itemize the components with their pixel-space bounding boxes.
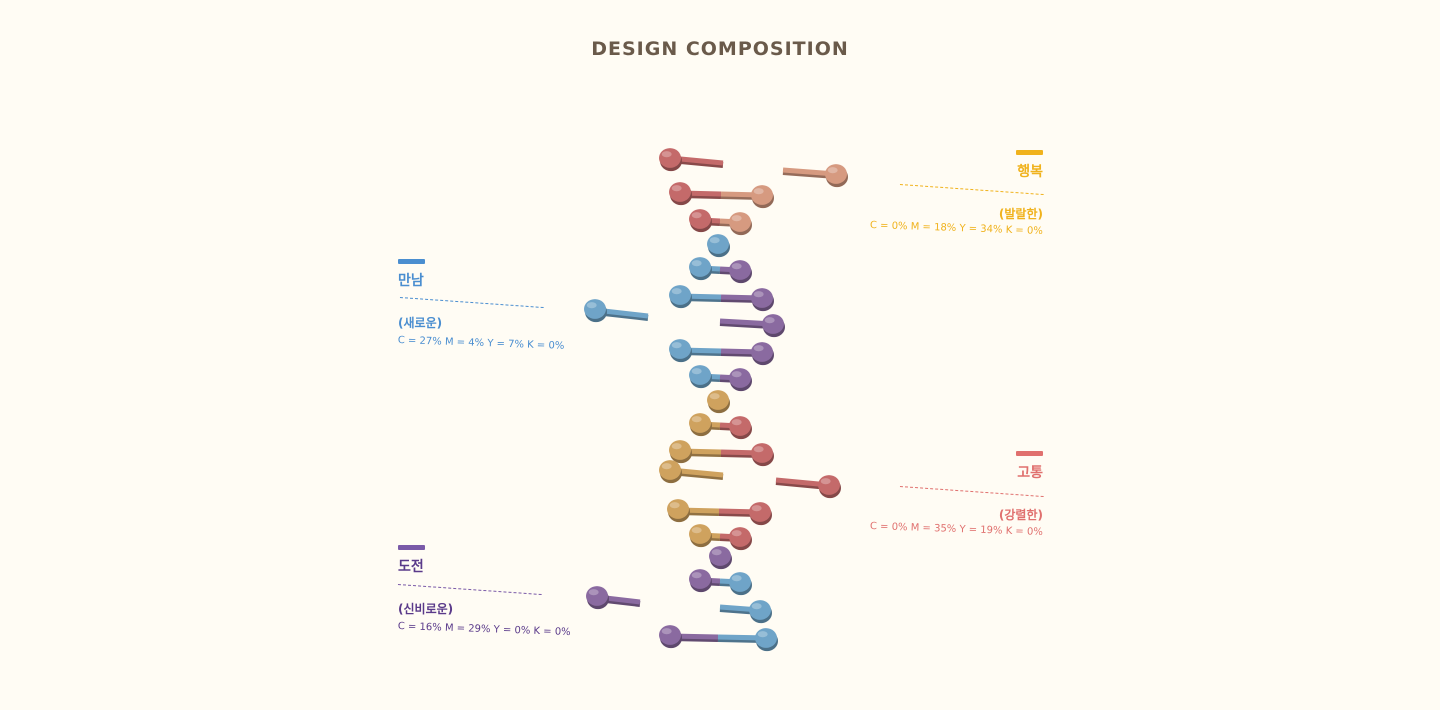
- helix-rung-14-ball-left: [667, 499, 690, 523]
- helix-rung-19-ball-right: [755, 628, 778, 652]
- label-pain-adjective: (강렬한): [998, 508, 1043, 522]
- label-challenge: 도전 (신비로운) C = 16% M = 29% Y = 0% K = 0%: [398, 545, 588, 638]
- helix-rung-4-ball: [707, 234, 730, 258]
- helix-rung-2-ball-left: [669, 182, 692, 206]
- helix-rung-7-ball: [762, 314, 785, 338]
- helix-rung-1-ball: [659, 148, 682, 172]
- floating-stick-purple-ball: [586, 586, 609, 610]
- label-meet-word: 만남: [398, 273, 424, 289]
- helix-rung-13-ball: [659, 460, 682, 484]
- helix-rung-12-ball-left: [669, 440, 692, 464]
- helix-rung-5-ball-right: [729, 260, 752, 284]
- helix-rung-16-ball: [709, 546, 732, 570]
- floating-stick-peach-ball: [825, 164, 848, 188]
- helix-rung-9-ball-right: [729, 368, 752, 392]
- helix-rung-15-ball-right: [729, 527, 752, 551]
- floating-stick-red-ball: [818, 475, 841, 499]
- helix-rung-8-ball-right: [751, 342, 774, 366]
- helix-rung-10-ball: [707, 390, 730, 414]
- helix-rung-9-ball-left: [689, 365, 712, 389]
- helix-rung-12-ball-right: [751, 443, 774, 467]
- helix-rung-8-ball-left: [669, 339, 692, 363]
- label-challenge-adjective: (신비로운): [398, 602, 454, 616]
- label-pain-bar: [1016, 451, 1043, 456]
- page-title: DESIGN COMPOSITION: [591, 38, 849, 60]
- label-challenge-bar: [398, 545, 425, 550]
- label-pain: 고통 (강렬한) C = 0% M = 35% Y = 19% K = 0%: [860, 451, 1043, 538]
- helix-rung-5-ball-left: [689, 257, 712, 281]
- label-challenge-word: 도전: [398, 559, 424, 575]
- helix-rung-17-ball-left: [689, 569, 712, 593]
- helix-rung-17-ball-right: [729, 572, 752, 596]
- label-pain-word: 고통: [1017, 465, 1043, 481]
- helix-rung-2-ball-right: [751, 185, 774, 209]
- label-happy-adjective: (발랄한): [998, 207, 1043, 221]
- helix-rung-14-ball-right: [749, 502, 772, 526]
- label-meet: 만남 (새로운) C = 27% M = 4% Y = 7% K = 0%: [398, 259, 588, 352]
- helix-rung-6-ball-left: [669, 285, 692, 309]
- helix-rung-3-ball-right: [729, 212, 752, 236]
- label-happy-bar: [1016, 150, 1043, 155]
- label-meet-adjective: (새로운): [398, 316, 443, 330]
- label-happy: 행복 (발랄한) C = 0% M = 18% Y = 34% K = 0%: [860, 150, 1043, 237]
- label-meet-bar: [398, 259, 425, 264]
- label-happy-cmyk: C = 0% M = 18% Y = 34% K = 0%: [869, 219, 1043, 237]
- label-happy-word: 행복: [1017, 164, 1043, 180]
- helix-rung-19-ball-left: [659, 625, 682, 649]
- label-pain-cmyk: C = 0% M = 35% Y = 19% K = 0%: [869, 520, 1043, 538]
- helix-rung-15-ball-left: [689, 524, 712, 548]
- helix-rung-6-ball-right: [751, 288, 774, 312]
- floating-stick-blue-ball: [584, 299, 607, 323]
- helix-rung-11-ball-left: [689, 413, 712, 437]
- helix-rung-11-ball-right: [729, 416, 752, 440]
- helix-rung-18-ball: [749, 600, 772, 624]
- helix-rung-3-ball-left: [689, 209, 712, 233]
